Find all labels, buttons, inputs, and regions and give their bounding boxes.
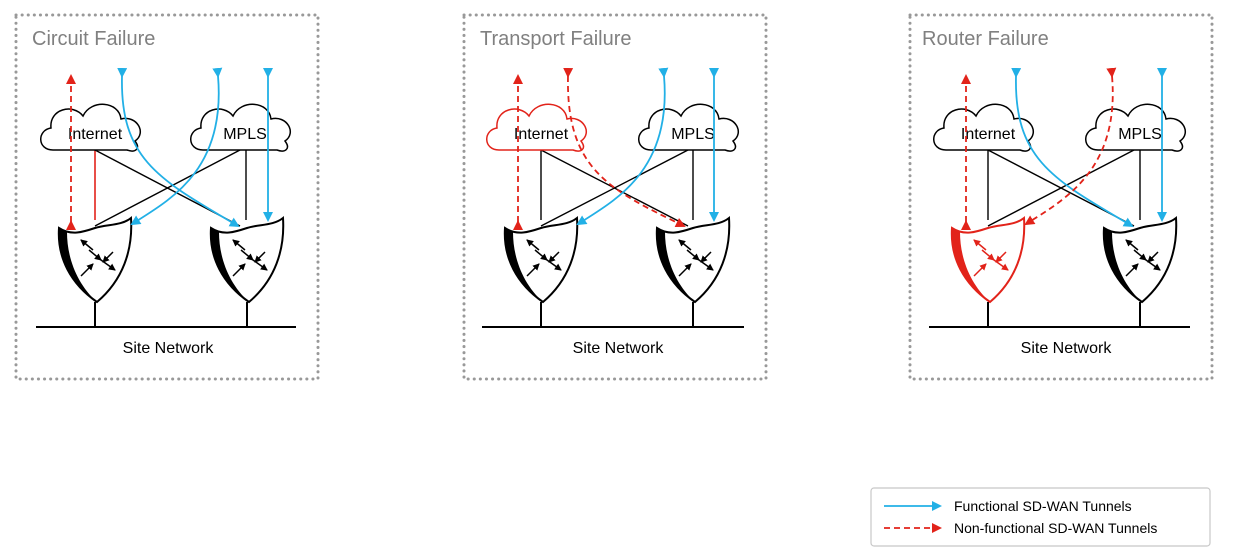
tunnel-functional xyxy=(576,67,669,226)
tunnel-functional xyxy=(1011,67,1134,228)
tunnel-functional xyxy=(130,67,223,226)
panel-title: Circuit Failure xyxy=(32,28,155,50)
cloud-label: MPLS xyxy=(671,126,715,143)
cloud-label: MPLS xyxy=(1118,126,1162,143)
cloud-internet: Internet xyxy=(486,103,587,152)
site-network-label: Site Network xyxy=(123,340,215,357)
panel-frame xyxy=(462,13,768,381)
panel-frame xyxy=(14,13,320,381)
legend-box xyxy=(870,487,1211,547)
tunnel-nonfunctional xyxy=(1024,67,1117,226)
router-icon xyxy=(503,216,579,304)
cloud-internet: Internet xyxy=(933,103,1034,152)
router-failed-icon xyxy=(950,216,1026,304)
panel-title: Transport Failure xyxy=(480,28,632,50)
panel-frame xyxy=(908,13,1214,381)
panel-router-failure: Router Failure Internet MPLS xyxy=(908,13,1214,381)
site-network-label: Site Network xyxy=(573,340,665,357)
cloud-mpls: MPLS xyxy=(1085,103,1186,152)
panel-title: Router Failure xyxy=(922,28,1049,50)
panel-transport-failure: Transport Failure Internet MPLS xyxy=(462,13,768,381)
legend-functional-label: Functional SD-WAN Tunnels xyxy=(954,498,1132,514)
router-icon xyxy=(1102,216,1178,304)
panel-circuit-failure: Circuit Failure Internet MPLS xyxy=(14,13,320,381)
cloud-label: Internet xyxy=(68,126,123,143)
cloud-mpls: MPLS xyxy=(638,103,739,152)
router-icon xyxy=(57,216,133,304)
site-network-label: Site Network xyxy=(1021,340,1113,357)
router-icon xyxy=(655,216,731,304)
cloud-label: Internet xyxy=(514,126,569,143)
cloud-mpls: MPLS xyxy=(190,103,291,152)
cloud-internet: Internet xyxy=(40,103,141,152)
cloud-label: Internet xyxy=(961,126,1016,143)
legend: Functional SD-WAN Tunnels Non-functional… xyxy=(870,487,1211,547)
legend-nonfunctional-label: Non-functional SD-WAN Tunnels xyxy=(954,520,1157,536)
router-icon xyxy=(209,216,285,304)
cloud-label: MPLS xyxy=(223,126,267,143)
